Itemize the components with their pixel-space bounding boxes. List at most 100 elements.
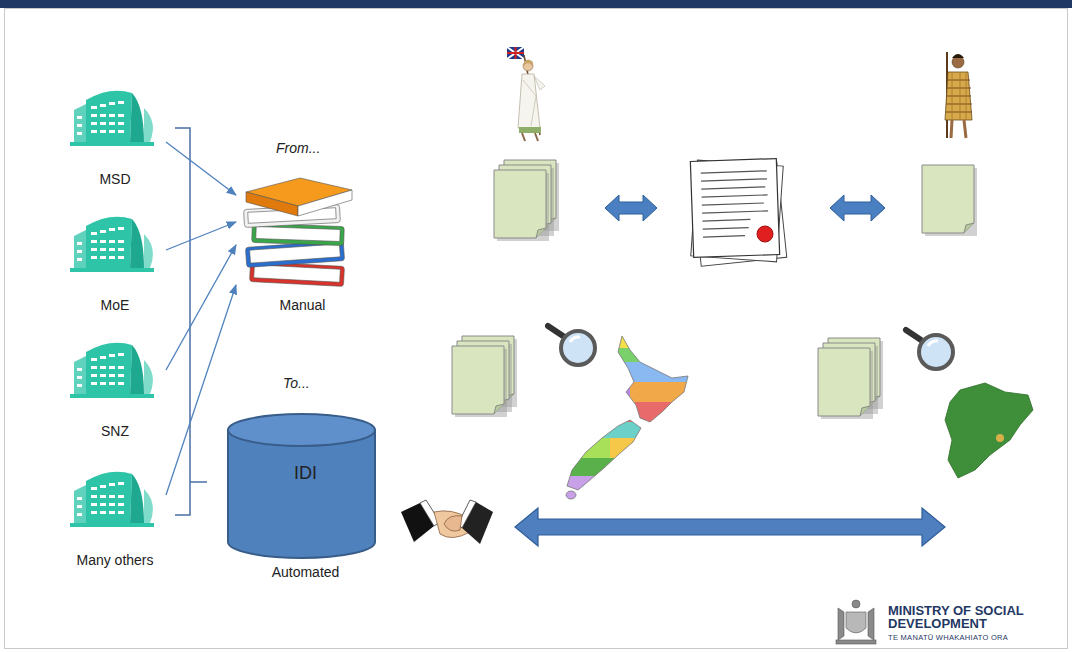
zealandia-figure-part: [507, 47, 524, 59]
book-stack-graphic-part-part: [250, 244, 341, 263]
region-map-part: [996, 434, 1004, 442]
agency-icon-graphic-part-part: [109, 495, 115, 498]
double-arrow: [830, 195, 885, 221]
agency-icon-graphic-part-part: [91, 130, 97, 133]
agency-icon-graphic-part-part: [118, 353, 124, 356]
agency-icon-graphic-part-part: [91, 503, 97, 506]
agency-icon-graphic-part-part: [91, 374, 97, 377]
agency-icon-graphic-part-part: [77, 242, 82, 245]
document-part: [922, 165, 977, 236]
crest: [836, 600, 876, 644]
agency-icon-graphic-part-part: [100, 374, 106, 377]
agency-icon-graphic-part: [74, 356, 86, 394]
agency-icon-graphic-part: [144, 360, 153, 394]
agency-icon-graphic-part: [144, 108, 153, 142]
document: [922, 165, 977, 236]
agency-icon-graphic-part-part: [100, 495, 106, 498]
maori-figure: [945, 52, 972, 138]
agency-icon-graphic-part-part: [100, 356, 106, 359]
agency-icon-graphic-part-part: [100, 240, 106, 243]
agency-icon-graphic-part-part: [91, 106, 97, 109]
agency-icon-graphic-part-part: [118, 495, 124, 498]
agency-icon: SNZ: [64, 336, 166, 440]
crest-part: [852, 600, 860, 608]
agency-icon-graphic-part-part: [91, 240, 97, 243]
agency-icon-graphic-part-part: [118, 227, 124, 230]
agency-icon: Many others: [64, 465, 166, 569]
agency-icon-graphic-part-part: [100, 122, 106, 125]
zealandia-figure-part: [507, 47, 524, 59]
book-stack-graphic-part-part: [298, 190, 352, 216]
zealandia-figure-part: [524, 60, 533, 67]
agency-icon-graphic-part-part: [109, 130, 115, 133]
agency-icon-graphic-part-part: [100, 503, 106, 506]
agency-icon-graphic-part-part: [118, 240, 124, 243]
agency-icon-graphic-part-part: [77, 258, 82, 261]
agency-icon-graphic-part-part: [118, 114, 124, 117]
agency-icon-graphic-part-part: [109, 483, 115, 486]
node-label: Manual: [236, 296, 369, 314]
agency-icon-graphic-part-part: [77, 513, 82, 516]
crest-part: [836, 640, 876, 644]
maori-figure-part: [946, 80, 972, 112]
agency-icon-graphic-part-part: [100, 230, 106, 233]
flow-arrow: [166, 245, 236, 370]
magnifier-part: [906, 330, 953, 369]
agency-icon-graphic: [64, 336, 158, 400]
node-label: Automated: [224, 563, 387, 581]
new-zealand-map-part-part: [560, 402, 700, 422]
agency-icon-graphic-part-part: [109, 102, 115, 105]
agency-icon-graphic-part: [70, 394, 154, 398]
database-cylinder-graphic: [224, 412, 379, 560]
agency-icon-graphic-part-part: [109, 503, 115, 506]
logo-subtext: TE MANATŪ WHAKAHIATO ORA: [888, 633, 1008, 642]
agency-icon-graphic-part: [130, 474, 144, 523]
agency-icon-graphic-part: [77, 227, 124, 261]
agency-icon-graphic-part: [74, 230, 86, 268]
section-label: From...: [276, 140, 320, 157]
agency-icon-graphic-part-part: [91, 114, 97, 117]
maori-figure-part: [945, 72, 972, 120]
document-stack-part: [494, 160, 559, 241]
agency-icon-graphic-part: [70, 268, 154, 272]
agency-icon: MoE: [64, 210, 166, 314]
flow-arrow: [166, 285, 236, 495]
crest-part: [838, 608, 844, 640]
agency-icon-graphic-part-part: [118, 503, 124, 506]
handshake-part: [444, 516, 462, 531]
agency-icon-graphic-part-part: [91, 366, 97, 369]
new-zealand-map-part-part: [566, 491, 576, 499]
crest-part: [868, 608, 874, 640]
book-stack: Manual: [236, 170, 369, 314]
agency-icon-graphic-part-part: [109, 366, 115, 369]
book-stack-graphic-part: [244, 178, 352, 286]
database-cylinder-graphic-part: [228, 430, 375, 558]
new-zealand-map-part: [560, 330, 700, 506]
agency-icon-graphic-part-part: [100, 382, 106, 385]
section-label: To...: [283, 375, 310, 392]
agency-icon-graphic-part-part: [118, 374, 124, 377]
agency-icon-graphic-part-part: [109, 240, 115, 243]
agency-icon-graphic-part-part: [118, 366, 124, 369]
new-zealand-map-part-part: [610, 438, 700, 458]
agency-icon-graphic-part-part: [109, 354, 115, 357]
agency-icon: MSD: [64, 84, 166, 188]
slide-frame: [5, 9, 1068, 649]
database-name: IDI: [224, 462, 387, 484]
agency-icon-graphic-part-part: [91, 256, 97, 259]
crest-part: [846, 612, 866, 633]
agency-icon-graphic-part-part: [100, 256, 106, 259]
new-zealand-map-part-part: [560, 476, 700, 506]
agency-icon-graphic-part-part: [77, 250, 82, 253]
book-stack-graphic-part-part: [254, 265, 341, 282]
agency-icon-graphic: [64, 465, 158, 529]
agency-icon-graphic-part: [86, 343, 132, 394]
zealandia-figure-part: [522, 133, 538, 141]
agency-icon-graphic-part-part: [109, 256, 115, 259]
top-bar: [0, 0, 1072, 8]
node-label: SNZ: [64, 422, 166, 440]
document-stack: [818, 338, 883, 419]
maori-figure-part: [951, 120, 966, 138]
agency-icon-graphic-part-part: [77, 497, 82, 500]
zealandia-figure-part: [534, 76, 545, 90]
